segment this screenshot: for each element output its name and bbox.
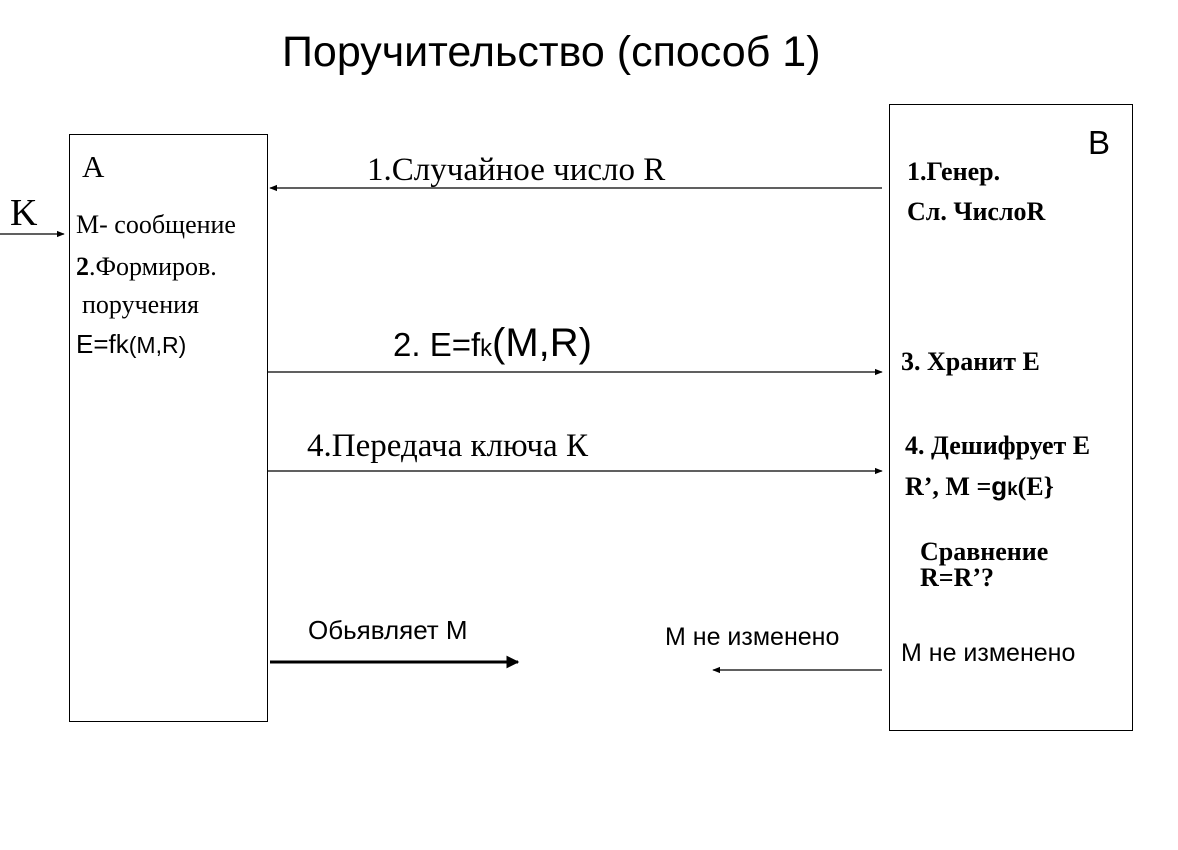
key-label: K — [10, 192, 38, 234]
message-label: M- сообщение — [76, 210, 236, 239]
commitment-word: поручения — [82, 290, 199, 319]
b-step1-line1: 1.Генер. — [907, 157, 1001, 186]
label-random-number: 1.Случайное число R — [367, 152, 666, 188]
party-a-label: A — [82, 149, 105, 184]
b-step4-line1: 4. Дешифрует Е — [905, 431, 1091, 460]
step2-number: 2 — [76, 252, 89, 281]
party-b-box — [889, 104, 1133, 731]
party-b-label: B — [1088, 124, 1111, 161]
b-compare-line2: R=R’? — [920, 563, 995, 592]
step2-text: .Формиров. — [89, 252, 217, 281]
b-compare-line1: Сравнение — [920, 537, 1049, 566]
label-key-transfer: 4.Передача ключа К — [307, 428, 588, 464]
commitment-formula-left: E=fk(M,R) — [76, 329, 187, 359]
label-not-changed-arrow: М не изменено — [665, 623, 840, 651]
slide-title: Поручительство (способ 1) — [282, 28, 821, 76]
b-step1-line2: Сл. ЧислоR — [907, 197, 1046, 226]
b-step4-line2: R’, M =gk(E} — [905, 471, 1054, 501]
label-announce: Обьявляет М — [308, 615, 468, 645]
b-not-changed: М не изменено — [901, 639, 1076, 667]
b-step3: 3. Хранит Е — [901, 347, 1040, 376]
party-a-box — [69, 134, 268, 722]
label-commitment: 2. E=fk(M,R) — [393, 321, 592, 365]
step2-label: 2.Формиров. — [76, 252, 217, 282]
